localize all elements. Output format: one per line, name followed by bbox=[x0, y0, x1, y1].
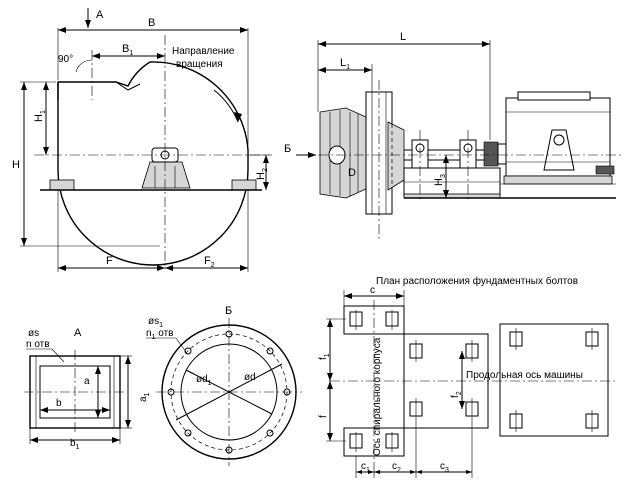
dim-d: ød bbox=[244, 372, 256, 383]
dim-b: b bbox=[56, 398, 62, 409]
dim-c: c bbox=[370, 285, 375, 296]
view-a-title: A bbox=[74, 327, 82, 339]
front-view: A B B1 90° Направление вращения H H1 bbox=[12, 8, 272, 272]
view-b-n1-otv: n1 отв bbox=[146, 328, 173, 341]
foot-right bbox=[231, 179, 257, 191]
dim-L1: L1 bbox=[340, 57, 350, 71]
dim-a: a bbox=[84, 376, 90, 387]
spiral-casing bbox=[57, 61, 249, 266]
stand bbox=[141, 161, 191, 189]
dim-d1: ød1 bbox=[196, 374, 212, 387]
rotation-arrow bbox=[213, 89, 239, 123]
angle-90: 90° bbox=[58, 54, 73, 65]
view-b: Б øs1 n1 отв ød1 ød bbox=[146, 305, 302, 466]
view-b-os1: øs1 bbox=[148, 316, 163, 329]
view-a-n-otv: n отв bbox=[26, 339, 50, 350]
dim-f: f bbox=[318, 415, 329, 418]
dim-c1: c1 bbox=[361, 461, 370, 474]
spiral-axis-label: Ось спирального корпуса bbox=[372, 337, 383, 456]
label-a: A bbox=[96, 9, 104, 21]
dim-B: B bbox=[148, 17, 155, 29]
dim-b1: b1 bbox=[70, 438, 80, 451]
rotation-label-1: Направление bbox=[172, 46, 235, 57]
dim-H1: H1 bbox=[33, 110, 47, 122]
view-b-title: Б bbox=[225, 305, 232, 317]
foundation-plan: План расположения фундаментных болтов c bbox=[318, 275, 618, 478]
side-view: L L1 bbox=[284, 31, 624, 240]
dim-F2: F2 bbox=[204, 255, 215, 269]
dim-L: L bbox=[400, 31, 406, 43]
dim-f1: f1 bbox=[318, 353, 331, 360]
foundation-title: План расположения фундаментных болтов bbox=[376, 275, 578, 287]
rotation-label-2: вращения bbox=[176, 59, 223, 70]
dim-H: H bbox=[12, 159, 20, 171]
view-a-os: øs bbox=[28, 328, 39, 339]
dim-B1: B1 bbox=[122, 43, 133, 57]
plate-motor bbox=[499, 323, 609, 437]
dim-c2: c2 bbox=[392, 461, 401, 474]
dim-H2: H2 bbox=[255, 168, 269, 180]
dim-F: F bbox=[106, 255, 113, 267]
foot-left bbox=[49, 179, 75, 191]
dim-D: D bbox=[348, 167, 356, 179]
dim-f2: f2 bbox=[450, 391, 463, 398]
dim-a1: a1 bbox=[138, 392, 151, 402]
label-b: Б bbox=[284, 143, 291, 155]
dim-c3: c3 bbox=[440, 461, 449, 474]
view-a: A øs n отв a a1 b b1 bbox=[24, 327, 151, 451]
dim-H3: H3 bbox=[433, 174, 447, 186]
machine-axis-label: Продольная ось машины bbox=[466, 370, 583, 381]
motor bbox=[505, 97, 611, 177]
